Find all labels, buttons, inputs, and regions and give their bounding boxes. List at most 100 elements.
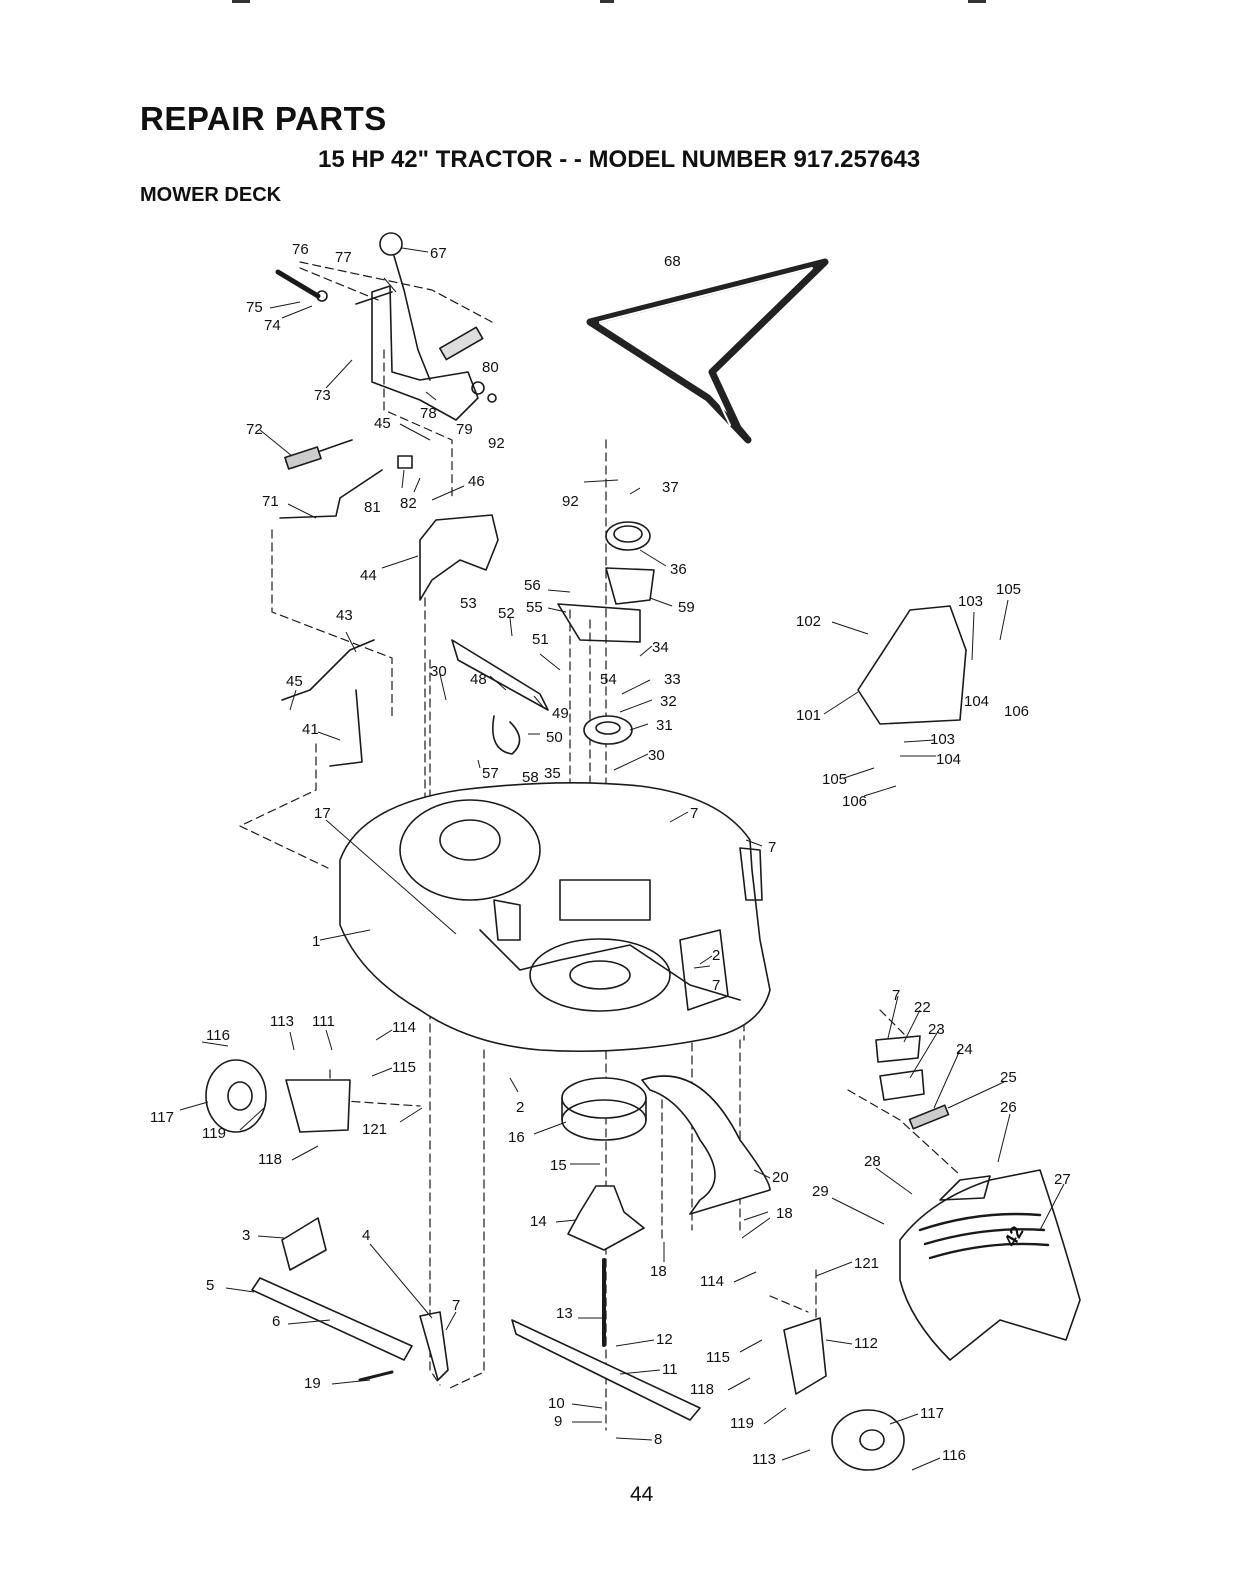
- part-label-19: 19: [304, 1375, 321, 1392]
- part-label-79: 79: [456, 421, 473, 438]
- part-label-2b: 2: [516, 1099, 524, 1116]
- part-label-7d: 7: [892, 987, 900, 1004]
- baffle-20: [641, 1075, 771, 1215]
- part-label-113b: 113: [752, 1451, 776, 1468]
- part-label-27: 27: [1054, 1171, 1071, 1188]
- part-label-2a: 2: [712, 947, 720, 964]
- part-label-33: 33: [664, 671, 681, 688]
- part-label-115b: 115: [706, 1349, 730, 1366]
- part-label-15: 15: [550, 1157, 567, 1174]
- part-label-106a: 106: [1004, 703, 1029, 720]
- spring-25: [908, 1104, 950, 1130]
- part-label-82: 82: [400, 495, 417, 512]
- gauge-wheel-117: [205, 1059, 267, 1133]
- part-label-45: 45: [374, 415, 391, 432]
- mower-deck-housing: [339, 782, 771, 1053]
- part-label-50: 50: [546, 729, 563, 746]
- part-label-23: 23: [928, 1021, 945, 1038]
- part-label-34: 34: [652, 639, 669, 656]
- part-label-72: 72: [246, 421, 263, 438]
- part-label-4: 4: [362, 1227, 370, 1244]
- part-label-103a: 103: [958, 593, 983, 610]
- wheel-bracket-111: [285, 1079, 351, 1133]
- part-label-121b: 121: [854, 1255, 879, 1272]
- part-label-115a: 115: [392, 1059, 416, 1076]
- gauge-wheel-117-right: [831, 1409, 905, 1471]
- model-subtitle: 15 HP 42" TRACTOR - - MODEL NUMBER 917.2…: [318, 146, 921, 173]
- part-label-117b: 117: [920, 1405, 944, 1422]
- spindle-housing-16: [561, 1077, 647, 1141]
- part-label-8: 8: [654, 1431, 662, 1448]
- part-label-114a: 114: [392, 1019, 416, 1036]
- part-label-104a: 104: [964, 693, 989, 710]
- part-label-101: 101: [796, 707, 821, 724]
- part-label-3: 3: [242, 1227, 250, 1244]
- part-label-14: 14: [530, 1213, 547, 1230]
- part-label-114b: 114: [700, 1273, 724, 1290]
- part-label-49: 49: [552, 705, 569, 722]
- part-label-118b: 118: [690, 1381, 714, 1398]
- part-label-7a: 7: [690, 805, 698, 822]
- edge-mark: [232, 0, 250, 3]
- part-label-106b: 106: [842, 793, 867, 810]
- part-label-9: 9: [554, 1413, 562, 1430]
- part-label-113a: 113: [270, 1013, 294, 1030]
- part-label-76: 76: [292, 241, 309, 258]
- part-label-103b: 103: [930, 731, 955, 748]
- spindle-14: [567, 1185, 645, 1347]
- part-label-22: 22: [914, 999, 931, 1016]
- bracket-41: [329, 689, 363, 767]
- bracket-59: [605, 567, 655, 605]
- part-label-28: 28: [864, 1153, 881, 1170]
- wheel-bracket-112: [783, 1317, 827, 1395]
- idler-arm-53: [451, 639, 549, 711]
- part-label-112: 112: [854, 1335, 878, 1352]
- part-label-105a: 105: [996, 581, 1021, 598]
- part-label-25: 25: [1000, 1069, 1017, 1086]
- part-label-6: 6: [272, 1313, 280, 1330]
- part-label-5: 5: [206, 1277, 214, 1294]
- part-label-74: 74: [264, 317, 281, 334]
- rod-43: [281, 639, 375, 701]
- edge-mark: [600, 0, 614, 3]
- idler-bracket-55: [557, 603, 641, 643]
- part-label-43: 43: [336, 607, 353, 624]
- discharge-chute-27: [899, 1169, 1081, 1361]
- part-label-56: 56: [524, 577, 541, 594]
- part-label-11: 11: [662, 1361, 678, 1378]
- part-label-75: 75: [246, 299, 263, 316]
- lift-bar-6: [251, 1277, 413, 1361]
- spring-58: [492, 715, 521, 755]
- discharge-deflector-101: [857, 605, 967, 725]
- part-label-10: 10: [548, 1395, 565, 1412]
- part-label-92: 92: [488, 435, 505, 452]
- part-label-31: 31: [656, 717, 673, 734]
- section-title: MOWER DECK: [140, 184, 282, 206]
- part-label-73: 73: [314, 387, 331, 404]
- bracket-3: [281, 1217, 327, 1271]
- part-label-18a: 18: [776, 1205, 793, 1222]
- part-label-1: 1: [312, 933, 320, 950]
- belt-guard-44: [419, 514, 499, 601]
- part-label-16: 16: [508, 1129, 525, 1146]
- page-number: 44: [630, 1483, 654, 1506]
- pulley-31: [583, 715, 633, 745]
- part-label-26: 26: [1000, 1099, 1017, 1116]
- part-label-7c: 7: [712, 977, 720, 994]
- part-label-20: 20: [772, 1169, 789, 1186]
- drive-belt-part: [586, 258, 829, 444]
- part-label-78: 78: [420, 405, 437, 422]
- link-81: [397, 455, 413, 469]
- part-label-37: 37: [662, 479, 679, 496]
- part-label-116a: 116: [206, 1027, 230, 1044]
- page-title: REPAIR PARTS: [140, 100, 387, 137]
- hinge-bracket-22: [875, 1035, 921, 1063]
- part-label-41: 41: [302, 721, 319, 738]
- part-label-121a: 121: [362, 1121, 387, 1138]
- part-label-7e: 7: [452, 1297, 460, 1314]
- part-label-119b: 119: [730, 1415, 754, 1432]
- part-label-46: 46: [468, 473, 485, 490]
- part-label-30: 30: [430, 663, 447, 680]
- part-label-117a: 117: [150, 1109, 174, 1126]
